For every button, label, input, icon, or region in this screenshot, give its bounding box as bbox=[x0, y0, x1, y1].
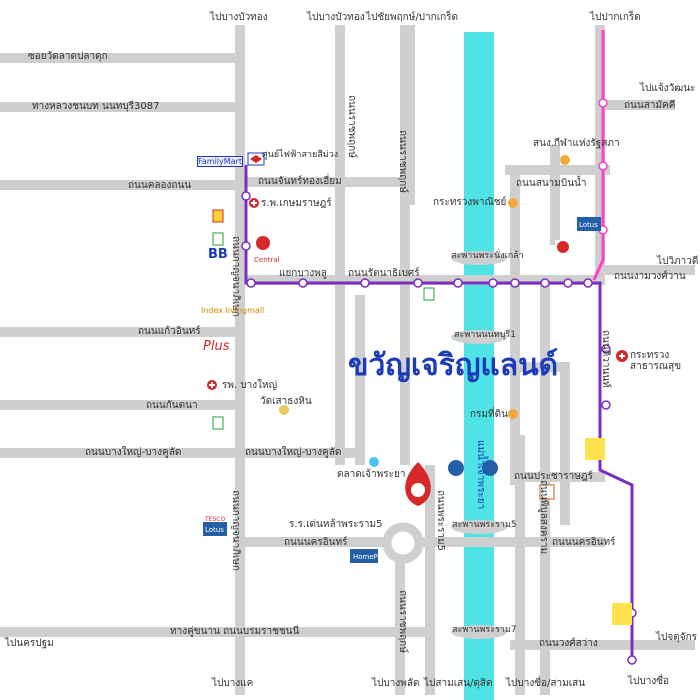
road-label-borommaratchachonnani: ทางคู่ขนาน ถนนบรมราชชนนี bbox=[170, 626, 300, 637]
road-label-kantana: ถนนกันตนา bbox=[146, 400, 198, 411]
vroad-label-4: ถนนกาญจนาภิเษก bbox=[230, 490, 241, 571]
right-label-bangsue: ไปบางซื่อ bbox=[628, 676, 670, 687]
road-label-3087: ทางหลวงชนบท นนทบุรี3087 bbox=[32, 101, 160, 112]
top-label-1: ไปบางบัวทอง bbox=[210, 12, 268, 23]
road-label-rattanathibet: ถนนรัตนาธิเบศร์ bbox=[348, 268, 420, 279]
location-pin-icon bbox=[405, 462, 431, 506]
road-label-pracharat: ถนนประชาราษฎร์ bbox=[514, 471, 593, 482]
river bbox=[464, 32, 494, 700]
familymart-logo: FamilyMart bbox=[197, 156, 243, 167]
poi-school: ร.ร.เด่นหล้าพระราม5 bbox=[289, 519, 383, 530]
poi-watsaothong: วัดเสาธงหิน bbox=[260, 396, 312, 407]
bb-logo: BB bbox=[208, 247, 228, 262]
lotus-icon bbox=[203, 522, 227, 536]
vroad-label-8: ถนนติวานนท์ bbox=[600, 330, 611, 388]
mrt-logo-icon bbox=[247, 152, 265, 166]
road-label-nakhonpathom: ไปนครปฐม bbox=[5, 638, 54, 649]
pier-icon bbox=[448, 460, 498, 476]
road-network bbox=[0, 25, 695, 695]
road-label-ngamwongwan: ถนนงามวงศ์วาน bbox=[614, 271, 686, 282]
poi-stadium: สนง.กีฬาแห่งรัฐสภา bbox=[533, 138, 620, 149]
road-label-samakkhi: ถนนสามัคคี bbox=[624, 100, 676, 111]
road-label-kaeoin: ถนนแก้วอินทร์ bbox=[138, 326, 201, 337]
project-title: ขวัญเจริญแลนด์ bbox=[348, 348, 559, 383]
road-label-bangphlu: แยกบางพลู bbox=[279, 268, 327, 279]
right-label-chatuchak: ไปจตุจักร bbox=[656, 632, 698, 643]
bottom-label-bangphlat: ไปบางพลัด bbox=[372, 678, 420, 689]
pink-line bbox=[592, 30, 608, 281]
river-label: แม่น้ำเจ้าพระยา bbox=[475, 440, 486, 510]
poi-dot-land bbox=[508, 409, 518, 419]
homepro-icon bbox=[350, 549, 378, 563]
central-label: Central bbox=[254, 256, 280, 264]
tesco-label: TESCO bbox=[205, 516, 226, 523]
lotus-label-2: Lotus bbox=[579, 221, 598, 229]
road-label-nakhonin: ถนนนครอินทร์ bbox=[284, 537, 348, 548]
poi-ministry-health: กระทรวง สาธารณสุข bbox=[630, 350, 682, 372]
road-label-bangyai-kuad-2: ถนนบางใหญ่-บางคูลัด bbox=[245, 447, 342, 458]
vroad-label-2: ถนนราชพฤกษ์ bbox=[346, 95, 357, 158]
lotus-icon-2 bbox=[577, 217, 601, 231]
poi-bangyai-hospital: รพ. บางใหญ่ bbox=[222, 380, 278, 391]
bridge-label-1: สะพานพระนั่งเกล้า bbox=[451, 251, 524, 261]
top-label-2: ไปบางบัวทอง bbox=[307, 12, 365, 23]
purple-stations bbox=[241, 191, 637, 665]
roundabout bbox=[382, 522, 424, 564]
condo-icon bbox=[539, 484, 555, 500]
poi-market: ตลาดเจ้าพระยา bbox=[337, 469, 406, 480]
market-icon bbox=[369, 457, 379, 467]
road-label-sanambinnam: ถนนสนามบินน้ำ bbox=[516, 178, 587, 189]
plus-logo: Plus bbox=[203, 339, 230, 354]
road-label-bangyai-kuad: ถนนบางใหญ่-บางคูลัด bbox=[85, 447, 182, 458]
vroad-label-3: ถนนราชพฤกษ์ bbox=[397, 130, 408, 193]
index-logo: Index livingmall bbox=[201, 306, 265, 315]
seven-eleven-icon bbox=[212, 209, 435, 430]
right-label-vibhavadi: ไปวิภาวดี bbox=[657, 256, 699, 267]
bridge-markers bbox=[451, 251, 507, 639]
top-label-3: ไปชัยพฤกษ์/ปากเกร็ด bbox=[366, 12, 459, 23]
hospital-icon bbox=[207, 198, 628, 390]
poi-dot-stadium bbox=[560, 155, 570, 165]
bridge-label-4: สะพานพระราม7 bbox=[452, 625, 517, 635]
homepro-label: HomePro bbox=[353, 553, 385, 561]
poi-kasemrad: ร.พ.เกษมราษฎร์ bbox=[261, 198, 332, 209]
central-logo-icon-2 bbox=[555, 240, 571, 256]
right-label-chaengwattana: ไปแจ้งวัฒนะ bbox=[640, 83, 696, 94]
store-icon-2 bbox=[612, 603, 632, 625]
top-label-4: ไปปากเกร็ด bbox=[590, 12, 641, 23]
road-label-watlatpladuk: ซอยวัดลาดปลาดุก bbox=[28, 51, 108, 62]
vroad-label-1: ถนนกาญจนาภิเษก bbox=[230, 236, 241, 317]
road-label-chandra: ถนนจันทร์ทองเอี่ยม bbox=[258, 176, 342, 187]
bridge-label-2: สะพานนนทบุรี1 bbox=[454, 330, 516, 340]
bottom-label-samsen: ไปสามเสน/ดุสิต bbox=[424, 678, 493, 689]
bridge-label-3: สะพานพระราม5 bbox=[452, 520, 517, 530]
store-icon bbox=[585, 438, 605, 460]
vroad-label-7: ถนนพิบูลสงคราม bbox=[538, 480, 549, 555]
poi-ministry-commerce: กระทรวงพาณิชย์ bbox=[433, 197, 507, 208]
central-logo-icon bbox=[252, 236, 274, 256]
vroad-label-5: ถนนพระราม5 bbox=[435, 490, 446, 552]
road-label-nakhonin-2: ถนนนครอินทร์ bbox=[552, 537, 616, 548]
purple-line bbox=[244, 165, 634, 660]
poi-dot-commerce bbox=[508, 198, 518, 208]
poi-mrt: ศูนย์ไฟฟ้าสายสีม่วง bbox=[262, 150, 339, 160]
lotus-label: Lotus bbox=[205, 526, 224, 534]
temple-icon bbox=[279, 405, 289, 415]
road-label-wongsawang: ถนนวงศ์สว่าง bbox=[539, 638, 598, 649]
road-label-khlongthanon: ถนนคลองถนน bbox=[128, 180, 192, 191]
poi-land-dept: กรมที่ดิน bbox=[470, 409, 508, 420]
bottom-label-bangsue-samsen: ไปบางซื่อ/สามเสน bbox=[506, 678, 586, 689]
vroad-label-6: ถนนราชพฤกษ์ bbox=[397, 590, 408, 653]
bottom-label-bangkhae: ไปบางแค bbox=[212, 678, 254, 689]
